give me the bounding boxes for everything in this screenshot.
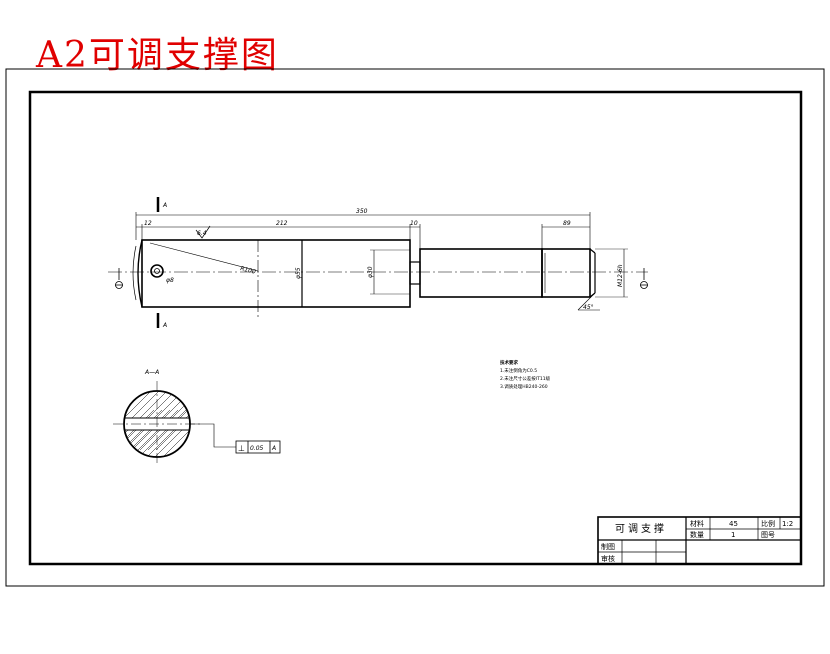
dim-chamfer: 45° [583, 304, 594, 311]
dim-main-diameter: φ55 [295, 267, 302, 279]
dim-radius: R100 [240, 265, 257, 276]
tb-scale-label: 比例 [761, 519, 775, 528]
tech-requirements: 技术要求 1.未注倒角为C0.5 2.未注尺寸公差按IT11级 3.调质处理HB… [500, 359, 551, 390]
shaft-left-end [137, 239, 143, 308]
tb-quantity-label: 数量 [690, 530, 704, 539]
dim-step: 10 [410, 220, 418, 227]
tolerance-value: 0.05 [250, 445, 264, 452]
tolerance-symbol: ⊥ [238, 444, 245, 453]
section-title: A—A [144, 369, 159, 376]
shaft-small-body [419, 248, 543, 298]
title-block [597, 516, 802, 565]
tb-quantity-value: 1 [731, 531, 735, 539]
tech-item: 2.未注尺寸公差按IT11级 [500, 375, 551, 382]
tech-item: 1.未注倒角为C0.5 [500, 367, 537, 374]
tb-drawn-label: 制图 [601, 542, 615, 551]
dim-left-offset: 12 [144, 220, 152, 227]
tb-material-value: 45 [729, 520, 738, 528]
tb-part-name: 可调支撑 [615, 522, 667, 535]
tb-drawing-no-label: 图号 [761, 531, 775, 539]
section-mark-top: A [162, 202, 167, 209]
tb-checked-label: 审核 [601, 554, 615, 563]
dim-thread-length: 89 [563, 220, 571, 227]
tech-item: 3.调质处理HB240-260 [500, 383, 548, 390]
dim-left-length: 212 [276, 220, 288, 227]
outer-frame [5, 68, 825, 587]
dim-thread-spec: M12-6h [617, 264, 624, 287]
page-title: A2可调支撑图 [36, 35, 279, 76]
dimension-lines [135, 212, 600, 311]
section-mark-bottom: A [162, 322, 167, 329]
cross-hole [150, 264, 164, 278]
section-markers [115, 197, 648, 328]
tb-scale-value: 1:2 [782, 520, 793, 528]
dim-roughness: 6.4 [197, 230, 207, 237]
shaft-view [108, 239, 648, 318]
inner-border [28, 90, 803, 566]
dim-step-diameter: φ30 [367, 266, 374, 278]
shaft-thread [541, 248, 591, 298]
shaft-neck [409, 261, 421, 285]
tolerance-datum: A [271, 445, 276, 452]
dim-hole: φ8 [166, 277, 174, 284]
dim-overall-length: 350 [356, 208, 368, 215]
tolerance-frame [235, 440, 281, 454]
tb-material-label: 材料 [690, 519, 704, 528]
section-a-a [113, 381, 236, 466]
tech-heading: 技术要求 [500, 359, 518, 366]
